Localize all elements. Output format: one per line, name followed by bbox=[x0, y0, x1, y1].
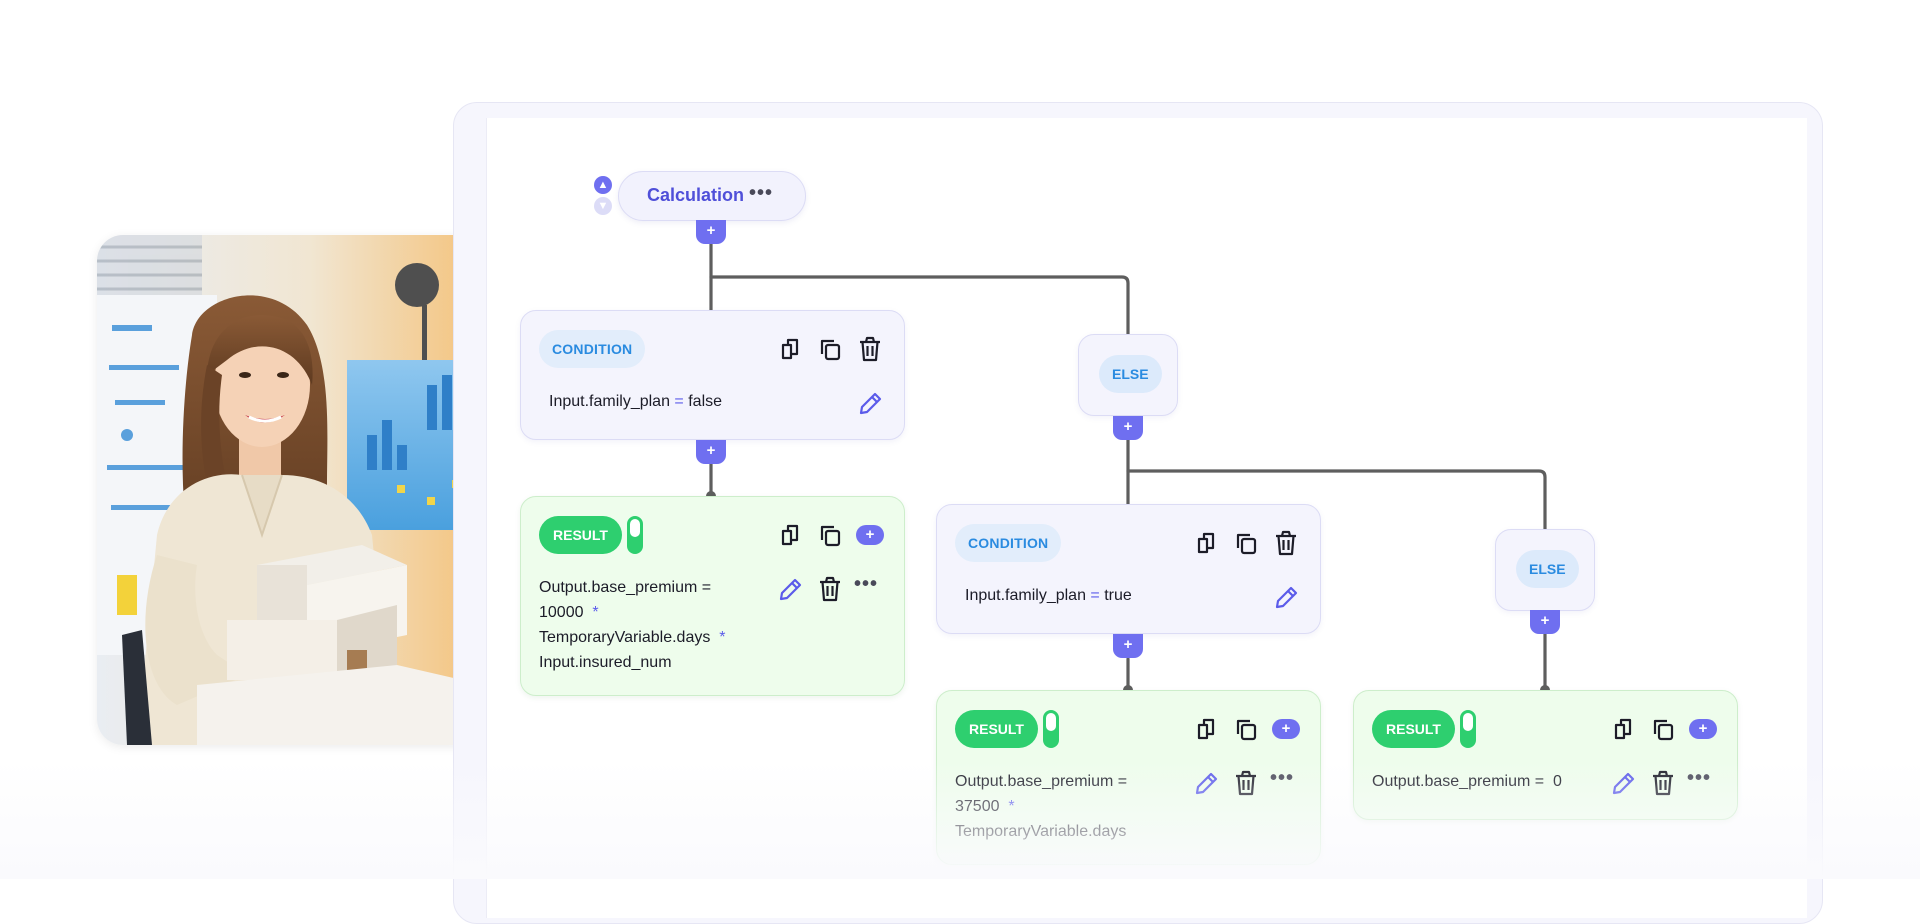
add-child-button[interactable]: + bbox=[1113, 416, 1143, 440]
copy-icon[interactable] bbox=[1232, 715, 1260, 743]
move-icon[interactable] bbox=[776, 335, 804, 363]
more-options-icon[interactable]: ••• bbox=[1270, 767, 1295, 789]
result-badge: RESULT bbox=[1372, 710, 1455, 748]
add-child-button[interactable]: + bbox=[696, 440, 726, 464]
temp-variable: TemporaryVariable.days bbox=[539, 629, 711, 646]
copy-icon[interactable] bbox=[816, 521, 844, 549]
calculation-title: Calculation bbox=[647, 185, 745, 205]
condition-badge: CONDITION bbox=[539, 330, 646, 368]
add-child-button[interactable]: + bbox=[696, 220, 726, 244]
condition-operator: = bbox=[674, 393, 684, 410]
more-options-icon[interactable]: ••• bbox=[854, 573, 879, 595]
assign-operator: = bbox=[701, 579, 712, 596]
condition-card-true[interactable]: CONDITION Input.family_plan = true bbox=[936, 504, 1321, 634]
else-card-1[interactable]: ELSE bbox=[1078, 334, 1178, 416]
number-value: 10000 bbox=[539, 604, 584, 621]
calculation-node[interactable]: Calculation ••• bbox=[618, 171, 806, 221]
result-expression: Output.base_premium = 0 bbox=[1372, 769, 1562, 794]
assign-operator: = bbox=[1534, 773, 1545, 790]
add-button[interactable]: + bbox=[1689, 719, 1717, 739]
multiply-operator: * bbox=[592, 604, 599, 621]
condition-badge: CONDITION bbox=[955, 524, 1062, 562]
edit-icon[interactable] bbox=[1272, 583, 1300, 611]
move-icon[interactable] bbox=[776, 521, 804, 549]
output-variable: Output.base_premium bbox=[955, 773, 1114, 790]
output-variable: Output.base_premium bbox=[539, 579, 698, 596]
else-card-2[interactable]: ELSE bbox=[1495, 529, 1595, 611]
copy-icon[interactable] bbox=[816, 335, 844, 363]
result-toggle[interactable] bbox=[1043, 710, 1059, 748]
result-toggle[interactable] bbox=[1460, 710, 1476, 748]
hero-photo bbox=[97, 235, 484, 745]
result-badge: RESULT bbox=[955, 710, 1038, 748]
condition-value: false bbox=[688, 393, 723, 410]
delete-icon[interactable] bbox=[1232, 769, 1260, 797]
more-options-icon[interactable]: ••• bbox=[1687, 767, 1712, 789]
copy-icon[interactable] bbox=[1232, 529, 1260, 557]
input-variable: Input.insured_num bbox=[539, 654, 672, 671]
add-child-button[interactable]: + bbox=[1530, 610, 1560, 634]
else-badge: ELSE bbox=[1099, 355, 1162, 393]
delete-icon[interactable] bbox=[856, 335, 884, 363]
result-card-3[interactable]: RESULT + Output.base_premium = 0 ••• bbox=[1353, 690, 1738, 820]
assign-operator: = bbox=[1117, 773, 1128, 790]
condition-variable: Input.family_plan bbox=[549, 393, 670, 410]
condition-operator: = bbox=[1090, 587, 1100, 604]
number-value: 0 bbox=[1553, 773, 1562, 790]
edit-icon[interactable] bbox=[856, 389, 884, 417]
condition-expression: Input.family_plan = false bbox=[549, 389, 722, 414]
result-badge: RESULT bbox=[539, 516, 622, 554]
move-icon[interactable] bbox=[1192, 529, 1220, 557]
temp-variable: TemporaryVariable.days bbox=[955, 823, 1127, 840]
copy-icon[interactable] bbox=[1649, 715, 1677, 743]
move-icon[interactable] bbox=[1609, 715, 1637, 743]
multiply-operator: * bbox=[1008, 798, 1015, 815]
edit-icon[interactable] bbox=[1192, 769, 1220, 797]
move-icon[interactable] bbox=[1192, 715, 1220, 743]
delete-icon[interactable] bbox=[1272, 529, 1300, 557]
condition-card-false[interactable]: CONDITION Input.family_plan = false bbox=[520, 310, 905, 440]
condition-variable: Input.family_plan bbox=[965, 587, 1086, 604]
result-expression: Output.base_premium = 10000 * TemporaryV… bbox=[539, 575, 725, 675]
add-child-button[interactable]: + bbox=[1113, 634, 1143, 658]
delete-icon[interactable] bbox=[1649, 769, 1677, 797]
edit-icon[interactable] bbox=[1609, 769, 1637, 797]
result-expression: Output.base_premium = 37500 * TemporaryV… bbox=[955, 769, 1127, 844]
condition-value: true bbox=[1104, 587, 1132, 604]
result-card-1[interactable]: RESULT + Output.base_premium = 10000 * T… bbox=[520, 496, 905, 696]
result-card-2[interactable]: RESULT + Output.base_premium = 37500 * T… bbox=[936, 690, 1321, 865]
condition-expression: Input.family_plan = true bbox=[965, 583, 1132, 608]
edit-icon[interactable] bbox=[776, 575, 804, 603]
result-toggle[interactable] bbox=[627, 516, 643, 554]
multiply-operator: * bbox=[719, 629, 726, 646]
more-options-icon[interactable]: ••• bbox=[749, 182, 774, 204]
else-badge: ELSE bbox=[1516, 550, 1579, 588]
expand-down-icon[interactable]: ▼ bbox=[594, 197, 612, 215]
add-button[interactable]: + bbox=[856, 525, 884, 545]
output-variable: Output.base_premium bbox=[1372, 773, 1531, 790]
person-photo-illustration bbox=[97, 235, 484, 745]
number-value: 37500 bbox=[955, 798, 1000, 815]
add-button[interactable]: + bbox=[1272, 719, 1300, 739]
delete-icon[interactable] bbox=[816, 575, 844, 603]
collapse-up-icon[interactable]: ▲ bbox=[594, 176, 612, 194]
